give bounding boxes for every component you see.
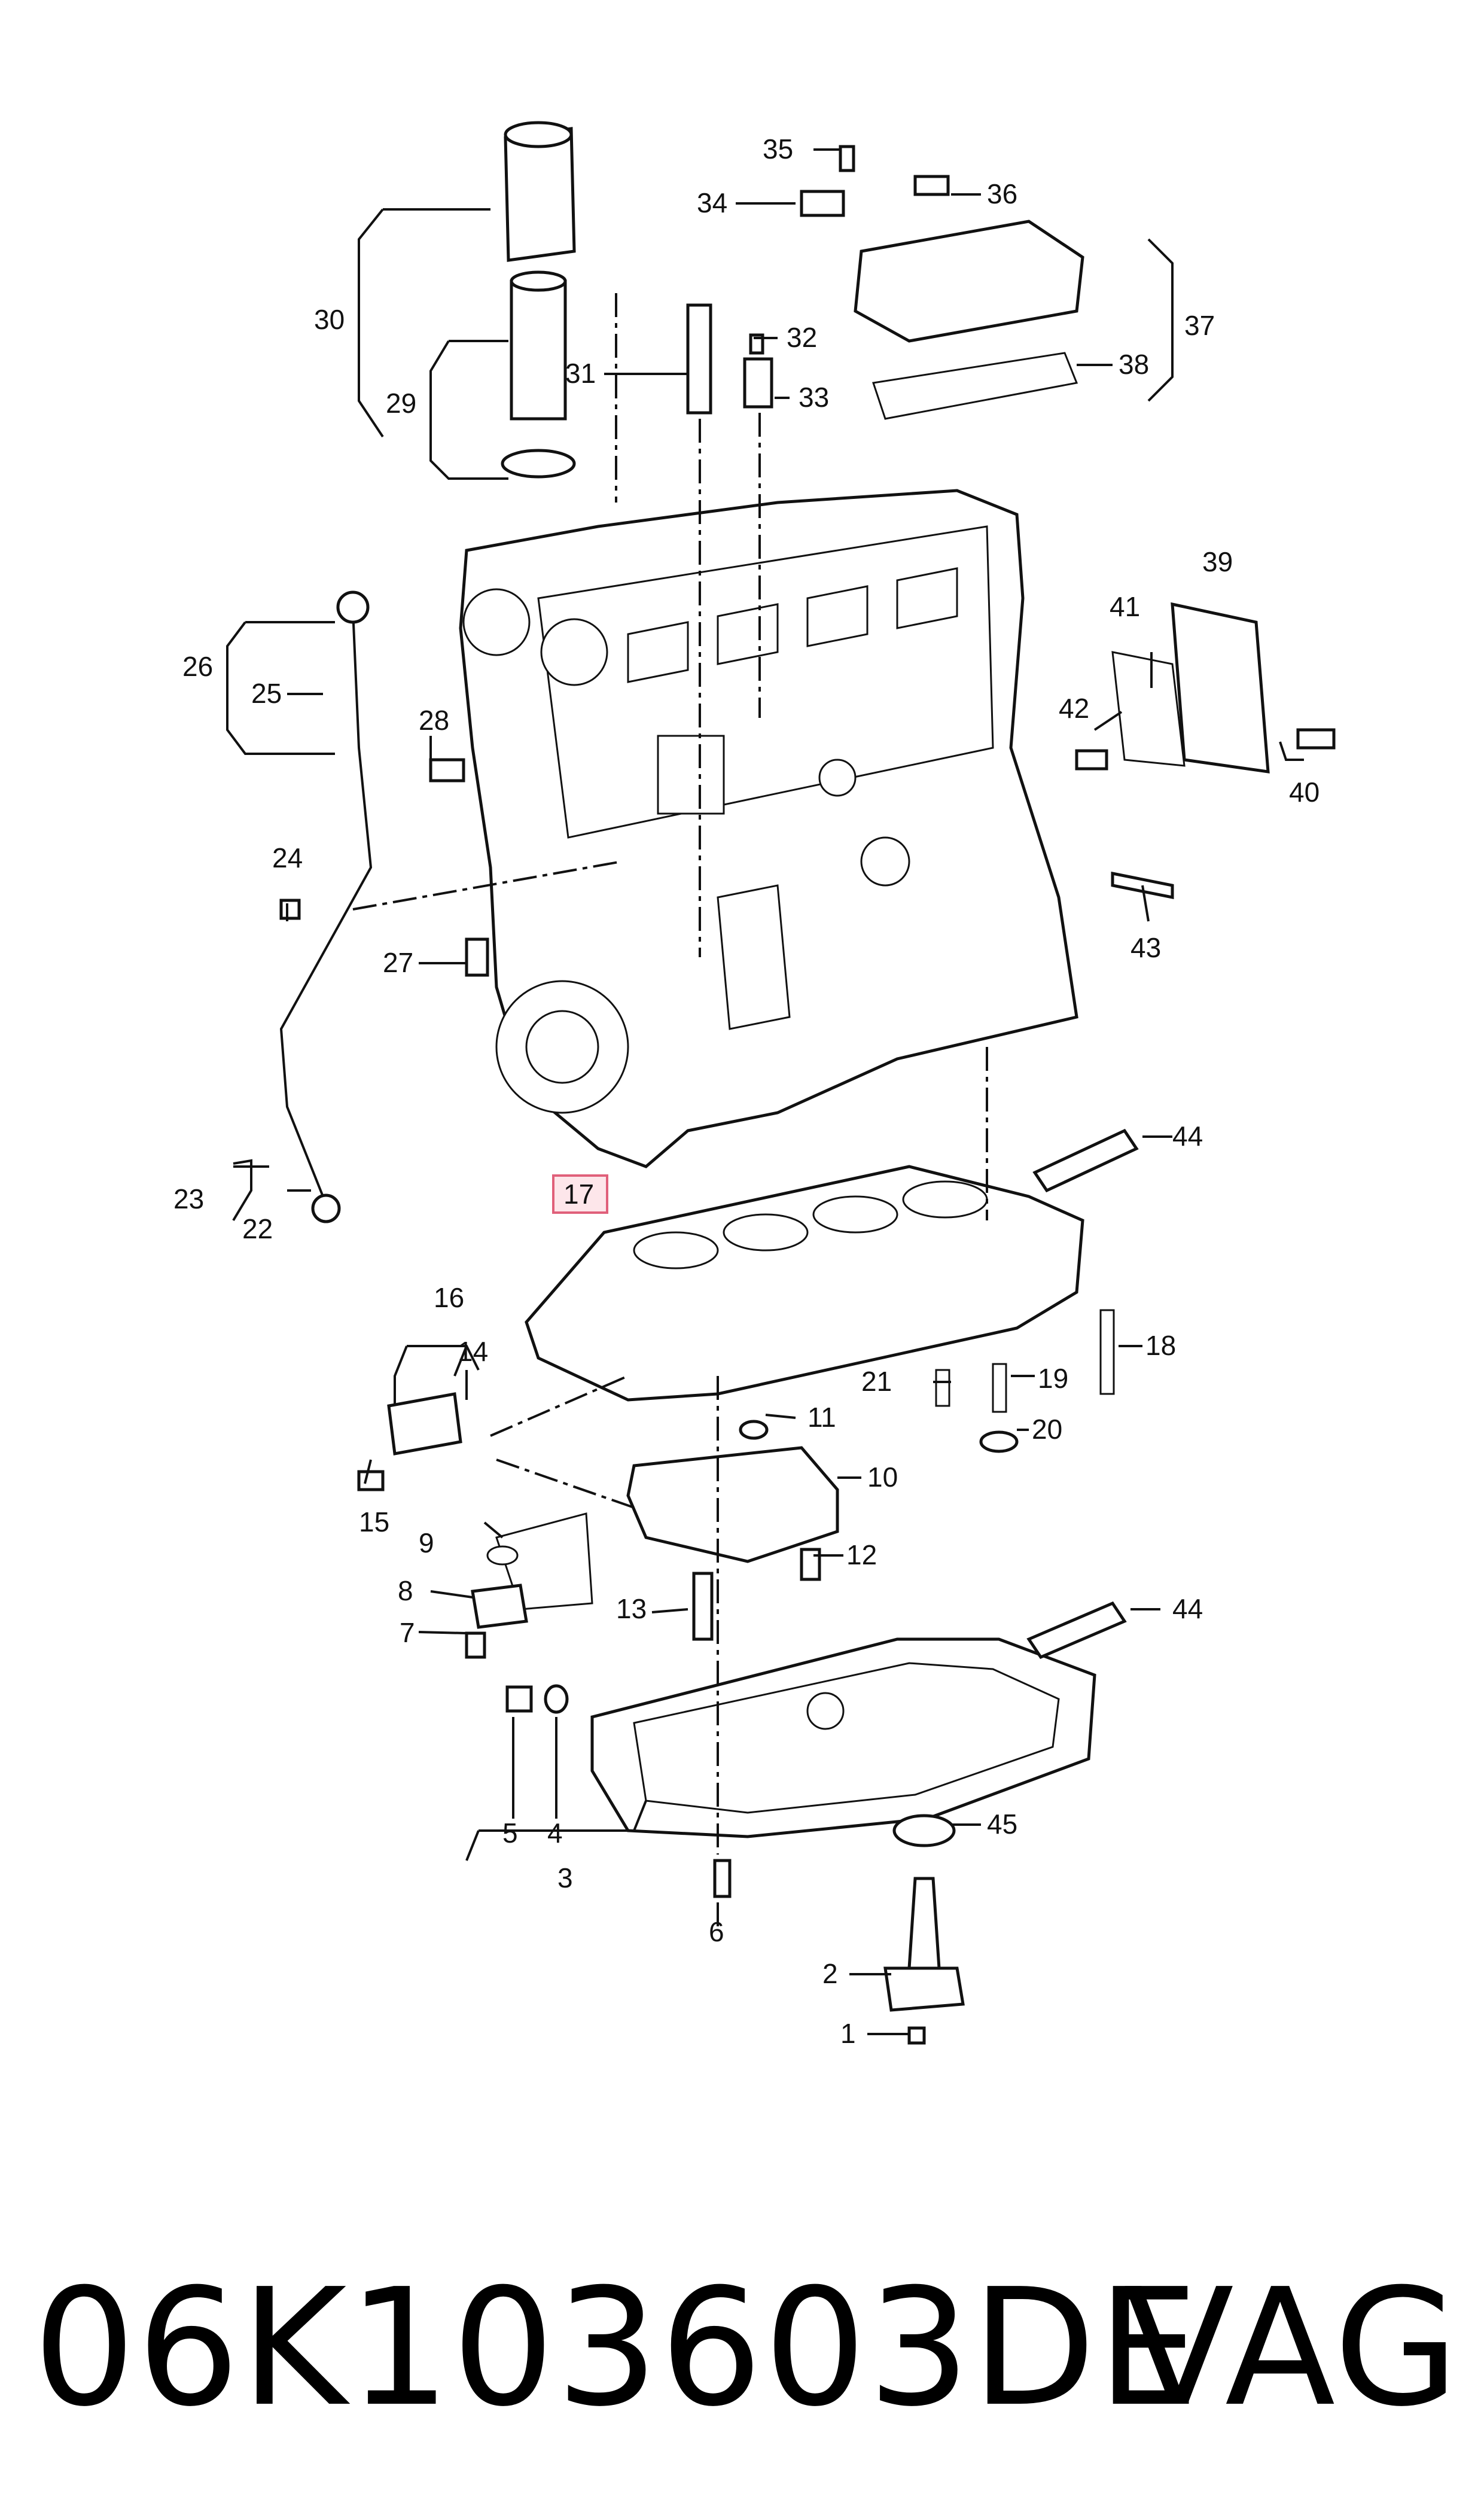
callout-22: 22 bbox=[242, 1213, 273, 1244]
callout-27: 27 bbox=[383, 947, 413, 978]
highlight-box-17 bbox=[552, 1174, 608, 1214]
brand-caption: VAG bbox=[1123, 2254, 1460, 2442]
callout-45: 45 bbox=[987, 1808, 1017, 1840]
callout-37: 37 bbox=[1184, 310, 1215, 341]
callout-39: 39 bbox=[1202, 546, 1233, 577]
callout-44-lower: 44 bbox=[1172, 1593, 1203, 1624]
lower-oil-pan bbox=[505, 1637, 1096, 1898]
callout-38: 38 bbox=[1119, 349, 1149, 380]
oil-pump bbox=[357, 1392, 839, 1659]
callout-35: 35 bbox=[763, 133, 793, 165]
callout-11: 11 bbox=[807, 1402, 836, 1433]
callout-43: 43 bbox=[1130, 932, 1161, 963]
callout-labels: 35 34 36 37 32 33 38 30 31 29 39 41 26 2… bbox=[173, 133, 1320, 2049]
oil-level-sensor bbox=[883, 1814, 965, 2045]
callout-33: 33 bbox=[799, 382, 829, 413]
callout-6: 6 bbox=[709, 1916, 724, 1947]
sealant-tubes bbox=[1026, 1128, 1139, 1660]
callout-42: 42 bbox=[1059, 693, 1089, 724]
callout-28: 28 bbox=[419, 705, 449, 736]
engine-block bbox=[459, 489, 1078, 1168]
callout-5: 5 bbox=[502, 1817, 518, 1849]
callout-29: 29 bbox=[386, 388, 416, 419]
callout-40: 40 bbox=[1289, 777, 1320, 808]
callout-41: 41 bbox=[1110, 591, 1140, 622]
part-number-caption: 06K103603DE bbox=[33, 2254, 1200, 2442]
callout-14: 14 bbox=[458, 1336, 488, 1367]
callout-8: 8 bbox=[398, 1575, 413, 1606]
callout-19: 19 bbox=[1038, 1363, 1068, 1394]
valve-cover-assembly bbox=[800, 145, 1084, 420]
leader-lines bbox=[226, 148, 1304, 2035]
upper-oil-pan bbox=[525, 1165, 1084, 1402]
callout-3: 3 bbox=[557, 1862, 573, 1893]
callout-10: 10 bbox=[867, 1462, 898, 1493]
callout-25: 25 bbox=[251, 678, 282, 709]
callout-15: 15 bbox=[359, 1506, 389, 1537]
callout-32: 32 bbox=[787, 322, 817, 353]
oil-cooler bbox=[1075, 602, 1336, 900]
callout-13: 13 bbox=[616, 1593, 647, 1624]
dipstick-tube bbox=[279, 590, 489, 1223]
callout-44-upper: 44 bbox=[1172, 1121, 1203, 1152]
alignment-lines bbox=[352, 293, 988, 1855]
callout-16: 16 bbox=[434, 1282, 464, 1313]
callout-23: 23 bbox=[173, 1183, 204, 1214]
callout-21: 21 bbox=[861, 1366, 892, 1397]
oil-filter-housing bbox=[501, 121, 576, 479]
callout-20: 20 bbox=[1032, 1414, 1062, 1445]
callout-2: 2 bbox=[822, 1958, 838, 1989]
callout-12: 12 bbox=[846, 1539, 877, 1570]
callout-9: 9 bbox=[419, 1527, 434, 1558]
oil-pressure-sensors bbox=[686, 303, 773, 415]
callout-1: 1 bbox=[840, 2018, 856, 2049]
callout-24: 24 bbox=[272, 842, 303, 873]
callout-26: 26 bbox=[182, 651, 213, 682]
callout-34: 34 bbox=[697, 187, 727, 218]
callout-7: 7 bbox=[400, 1617, 415, 1648]
callout-4: 4 bbox=[547, 1817, 563, 1849]
pan-bolts bbox=[935, 1309, 1115, 1453]
callout-17: 17 bbox=[563, 1179, 594, 1210]
callout-30: 30 bbox=[314, 304, 345, 335]
callout-18: 18 bbox=[1145, 1330, 1176, 1361]
callout-36: 36 bbox=[987, 178, 1017, 209]
callout-31: 31 bbox=[565, 358, 596, 389]
